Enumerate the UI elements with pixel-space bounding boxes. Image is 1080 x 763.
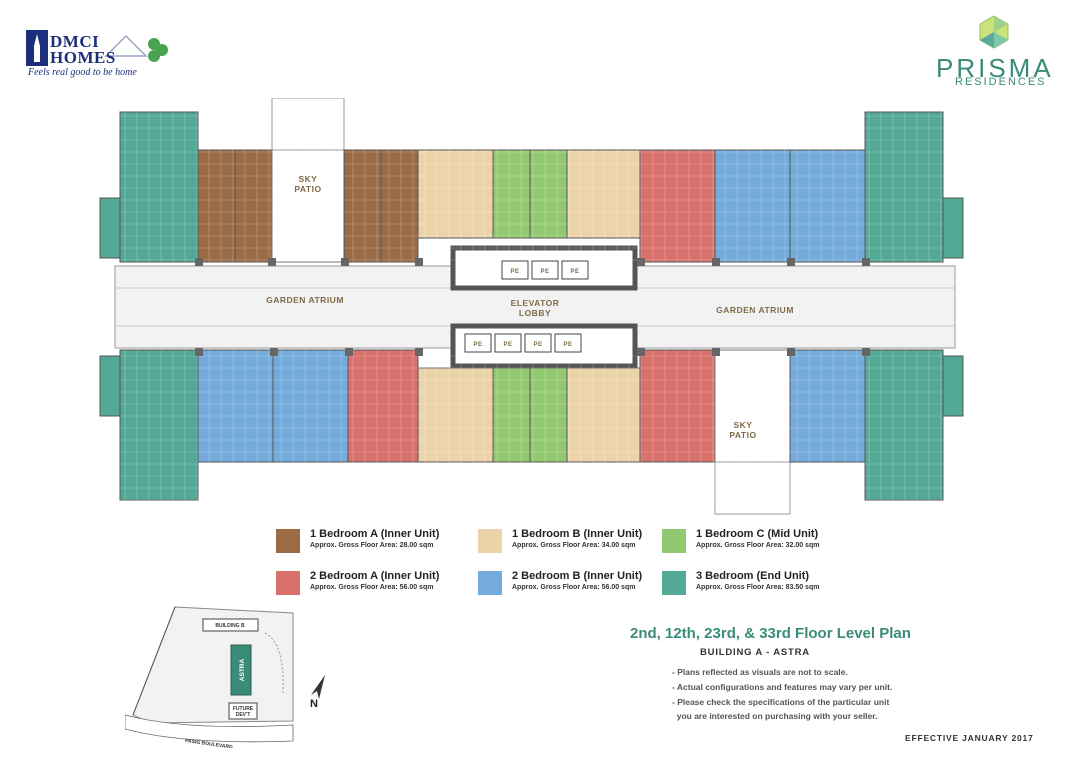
sky-patio-top bbox=[271, 149, 345, 263]
plan-title: 2nd, 12th, 23rd, & 33rd Floor Level Plan bbox=[630, 625, 911, 642]
legend-title: 1 Bedroom C (Mid Unit) bbox=[696, 528, 819, 540]
unit-1br-c bbox=[492, 367, 531, 463]
sky-patio-top-balcony bbox=[271, 98, 345, 151]
future-dev-label-1: FUTURE bbox=[233, 706, 254, 712]
legend-title: 2 Bedroom A (Inner Unit) bbox=[310, 570, 440, 582]
unit-2br-b bbox=[789, 349, 866, 463]
unit-2br-a bbox=[639, 149, 716, 263]
legend-swatch bbox=[276, 529, 300, 553]
unit-1br-a bbox=[234, 149, 273, 263]
legend-title: 1 Bedroom A (Inner Unit) bbox=[310, 528, 440, 540]
site-map: BUILDING B ASTRA FUTURE DEV'T PASIG BOUL… bbox=[125, 606, 294, 748]
legend-area: Approx. Gross Floor Area: 56.00 sqm bbox=[512, 584, 636, 591]
legend-title: 2 Bedroom B (Inner Unit) bbox=[512, 570, 643, 582]
future-dev-label-2: DEV'T bbox=[236, 712, 251, 718]
legend-area: Approx. Gross Floor Area: 32.00 sqm bbox=[696, 542, 820, 549]
unit-1br-c bbox=[492, 149, 531, 239]
elevator-tag: PE bbox=[473, 342, 482, 348]
astra-label: ASTRA bbox=[239, 659, 246, 682]
floor-plan: PE PE PE PE PE PE PE SKY PATIO GARDEN AT… bbox=[99, 98, 964, 515]
unit-1br-b bbox=[417, 367, 494, 463]
unit-1br-a bbox=[343, 149, 382, 263]
dmci-tagline: Feels real good to be home bbox=[28, 67, 137, 78]
unit-3br-bottom-left bbox=[119, 349, 199, 501]
elevator-tag: PE bbox=[563, 342, 572, 348]
garden-atrium-right-label: GARDEN ATRIUM bbox=[716, 305, 794, 315]
unit-2br-b bbox=[272, 349, 349, 463]
building-b bbox=[202, 618, 259, 632]
note-2: - Actual configurations and features may… bbox=[672, 682, 893, 692]
dmci-logo bbox=[26, 30, 168, 66]
road-label: PASIG BOULEVARD bbox=[185, 738, 234, 748]
sky-patio-bottom-balcony bbox=[714, 461, 791, 515]
unit-2br-a bbox=[347, 349, 419, 463]
dmci-word2: HOMES bbox=[50, 48, 116, 67]
unit-3br-bottom-right bbox=[864, 349, 944, 501]
legend-swatch bbox=[478, 571, 502, 595]
building-b-label: BUILDING B bbox=[215, 623, 245, 629]
legend-area: Approx. Gross Floor Area: 28.00 sqm bbox=[310, 542, 434, 549]
legend-title: 3 Bedroom (End Unit) bbox=[696, 570, 810, 582]
elevators-bottom: PE PE PE PE bbox=[464, 333, 582, 353]
sky-patio-top-label-2: PATIO bbox=[294, 184, 321, 194]
sky-patio-top-label-1: SKY bbox=[299, 174, 318, 184]
unit-2br-b bbox=[789, 149, 866, 263]
elevator-lobby-label-1: ELEVATOR bbox=[511, 298, 560, 308]
plan-subtitle: BUILDING A - ASTRA bbox=[700, 647, 810, 658]
unit-3br-top-left bbox=[119, 111, 199, 263]
unit-1br-c bbox=[529, 149, 568, 239]
unit-3br-top-right bbox=[864, 111, 944, 263]
north-label: N bbox=[310, 698, 318, 710]
building-astra bbox=[230, 644, 252, 696]
legend-swatch bbox=[662, 571, 686, 595]
note-1: - Plans reflected as visuals are not to … bbox=[672, 667, 848, 677]
elevator-tag: PE bbox=[540, 269, 549, 275]
legend-area: Approx. Gross Floor Area: 34.00 sqm bbox=[512, 542, 636, 549]
prisma-wordmark: PRISMA bbox=[936, 53, 1054, 83]
pasig-boulevard-road bbox=[125, 714, 294, 743]
elevators-top: PE PE PE bbox=[501, 260, 589, 280]
legend-area: Approx. Gross Floor Area: 56.00 sqm bbox=[310, 584, 434, 591]
sky-patio-bottom-label-1: SKY bbox=[734, 420, 753, 430]
north-arrow-icon bbox=[311, 675, 325, 699]
dmci-word1: DMCI bbox=[50, 32, 100, 51]
unit-1br-b bbox=[566, 149, 641, 239]
elevator-tag: PE bbox=[533, 342, 542, 348]
elevator-tag: PE bbox=[570, 269, 579, 275]
elevator-tag: PE bbox=[503, 342, 512, 348]
prisma-subtitle: RESIDENCES bbox=[955, 76, 1047, 88]
unit-2br-b bbox=[714, 149, 791, 263]
note-3: - Please check the specifications of the… bbox=[672, 697, 890, 707]
legend-swatch bbox=[276, 571, 300, 595]
elevator-tag: PE bbox=[510, 269, 519, 275]
unit-1br-a bbox=[197, 149, 236, 263]
unit-1br-b bbox=[566, 367, 641, 463]
garden-atrium-left-label: GARDEN ATRIUM bbox=[266, 295, 344, 305]
legend-area: Approx. Gross Floor Area: 83.50 sqm bbox=[696, 584, 820, 591]
unit-2br-b bbox=[197, 349, 274, 463]
elevator-lobby-label-2: LOBBY bbox=[519, 308, 551, 318]
unit-1br-c bbox=[529, 367, 568, 463]
effective-date: EFFECTIVE JANUARY 2017 bbox=[905, 733, 1034, 743]
legend-swatch bbox=[478, 529, 502, 553]
sky-patio-bottom-label-2: PATIO bbox=[729, 430, 756, 440]
prisma-gem-icon bbox=[979, 15, 1009, 49]
unit-2br-a bbox=[639, 349, 716, 463]
legend-swatch bbox=[662, 529, 686, 553]
unit-1br-a bbox=[380, 149, 419, 263]
future-dev-plot bbox=[228, 702, 258, 720]
legend-title: 1 Bedroom B (Inner Unit) bbox=[512, 528, 643, 540]
sky-patio-bottom bbox=[714, 349, 791, 463]
unit-1br-b bbox=[417, 149, 494, 239]
note-4: you are interested on purchasing with yo… bbox=[672, 711, 878, 721]
